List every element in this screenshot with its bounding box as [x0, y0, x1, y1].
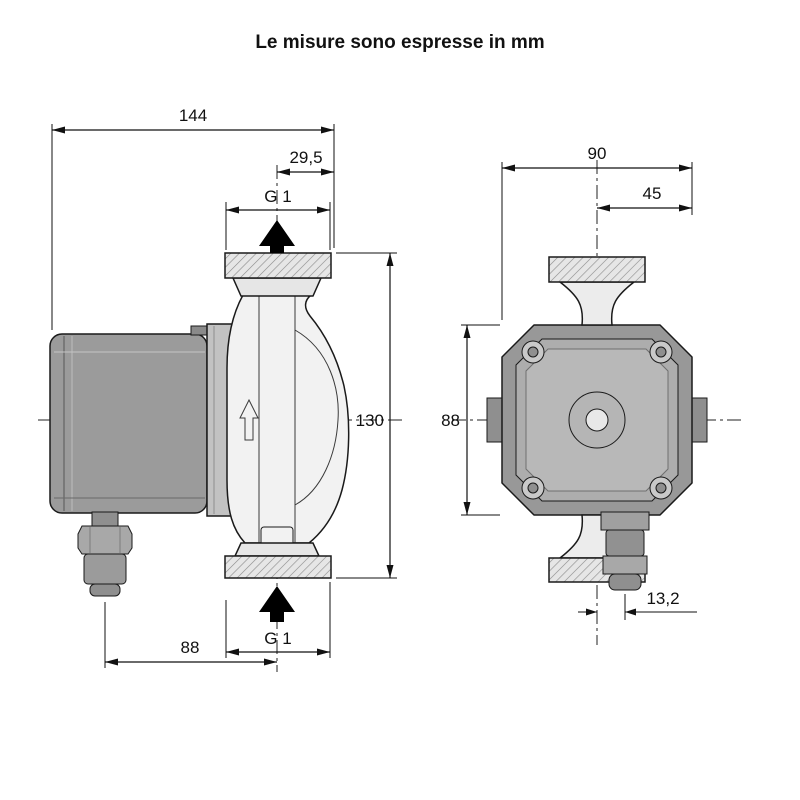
front-gland-tip — [608, 573, 642, 591]
corner-screw-bottom-right — [649, 476, 673, 500]
dimension-axis-to-side: 45 — [597, 184, 692, 212]
dim-label-144: 144 — [179, 106, 207, 125]
gland-stem — [91, 511, 119, 527]
corner-screw-bottom-left — [521, 476, 545, 500]
flow-arrow-bottom — [259, 586, 295, 622]
motor-body — [49, 325, 210, 514]
cable-gland-front — [600, 511, 650, 591]
dim-label-88-side: 88 — [181, 638, 200, 657]
dimension-overall-width: 90 — [501, 144, 693, 320]
threaded-flange-bottom — [224, 555, 332, 579]
housing-lug-right — [691, 397, 708, 443]
front-gland-nut-bottom — [602, 555, 648, 575]
front-gland-body — [605, 529, 645, 557]
gland-tip — [89, 583, 121, 597]
gland-body — [83, 553, 127, 585]
dimension-gland-offset: 13,2 — [578, 589, 697, 620]
threaded-flange-top — [224, 252, 332, 279]
pump-head-housing — [501, 324, 693, 516]
cable-gland-side — [77, 511, 133, 597]
motor-housing — [49, 333, 208, 514]
dimension-thread-top: G 1 — [225, 187, 331, 250]
dim-label-13-2: 13,2 — [646, 589, 679, 608]
housing-lug-left — [486, 397, 503, 443]
dimension-port-to-face: 29,5 — [277, 148, 334, 176]
dim-label-45: 45 — [643, 184, 662, 203]
dim-label-130: 130 — [356, 411, 384, 430]
gland-nut — [77, 525, 133, 555]
flow-arrow-top — [259, 220, 295, 253]
pump-volute — [226, 294, 350, 550]
side-view: 144 29,5 G 1 130 G 1 — [38, 106, 404, 672]
corner-screw-top-right — [649, 340, 673, 364]
union-nut-top — [231, 277, 323, 297]
dimension-body-height: 88 — [441, 324, 500, 516]
dimension-thread-bottom: G 1 — [225, 582, 331, 658]
dim-label-88-front: 88 — [441, 411, 460, 430]
dim-label-g1-top: G 1 — [264, 187, 291, 206]
corner-screw-top-left — [521, 340, 545, 364]
volute-spiral-arc — [294, 329, 339, 506]
dimension-port-to-port: 130 — [336, 252, 397, 579]
dimension-gland-to-axis: 88 — [104, 602, 277, 668]
front-threaded-flange-top — [548, 256, 646, 283]
gland-offset-arrow-left — [586, 608, 597, 616]
front-top-neck — [557, 281, 637, 326]
front-view: 90 45 88 13,2 — [441, 144, 745, 645]
flow-direction-marker — [239, 398, 259, 441]
dim-label-29-5: 29,5 — [289, 148, 322, 167]
dim-label-g1-bottom: G 1 — [264, 629, 291, 648]
front-gland-nut-top — [600, 511, 650, 531]
gland-offset-arrow-right — [625, 608, 636, 616]
union-nut-bottom — [233, 542, 321, 557]
dim-label-90: 90 — [588, 144, 607, 163]
dimension-overall-length: 144 — [51, 106, 335, 330]
center-plug — [585, 408, 609, 432]
drawing-title: Le misure sono espresse in mm — [255, 32, 544, 53]
volute-outline — [226, 294, 350, 544]
